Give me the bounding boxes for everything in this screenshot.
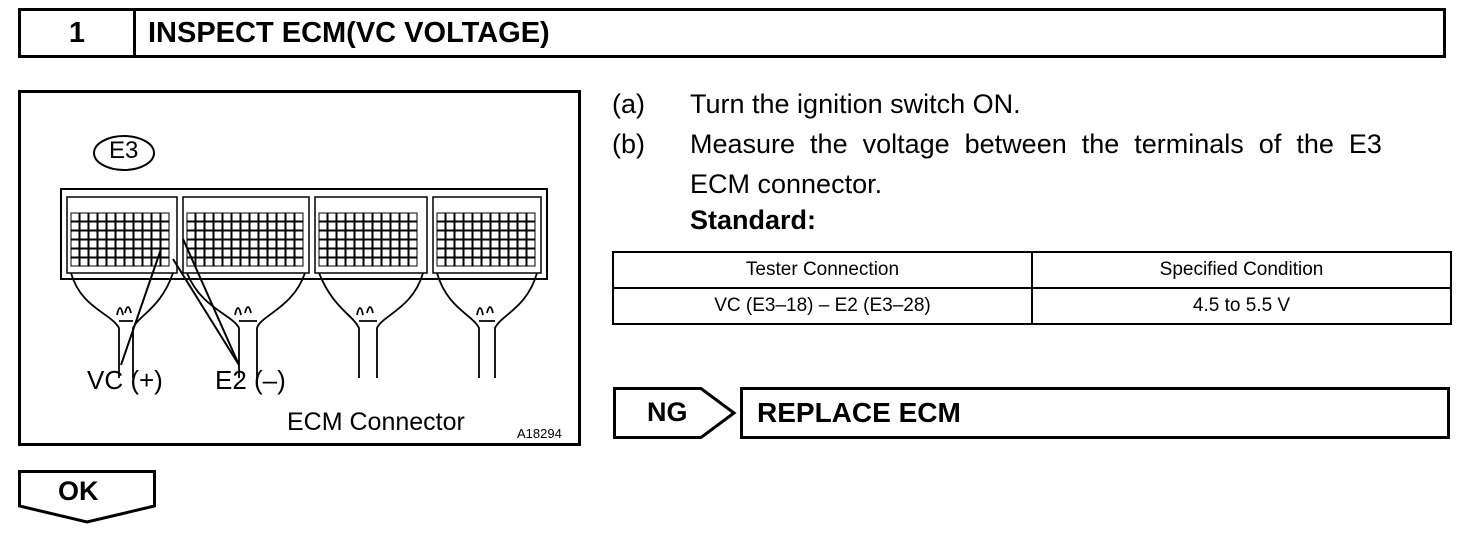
connector-id-label: E3 bbox=[109, 137, 139, 164]
step-b-label: (b) bbox=[612, 129, 645, 159]
connector-body bbox=[60, 188, 548, 280]
section-header: 1 INSPECT ECM(VC VOLTAGE) bbox=[18, 8, 1446, 58]
step-a-label: (a) bbox=[612, 89, 645, 119]
table-cell-connection: VC (E3–18) – E2 (E3–28) bbox=[612, 287, 1033, 325]
connector-block-3 bbox=[314, 196, 428, 274]
table-row: VC (E3–18) – E2 (E3–28) 4.5 to 5.5 V bbox=[612, 287, 1452, 325]
table-header-cell: Specified Condition bbox=[1031, 251, 1452, 289]
vc-terminal-label: VC (+) bbox=[87, 365, 163, 395]
connector-block-1 bbox=[66, 196, 178, 274]
table-header-cell: Tester Connection bbox=[612, 251, 1033, 289]
ecm-connector-figure: E3 VC (+) E2 (–) ECM Connector A18294 bbox=[18, 90, 581, 446]
ng-action-text: REPLACE ECM bbox=[757, 397, 961, 428]
connector-diagram bbox=[60, 135, 548, 378]
ok-result-box: OK bbox=[18, 470, 156, 524]
ok-arrow-shape bbox=[18, 470, 156, 524]
pin-grids bbox=[70, 212, 536, 267]
connector-block-4 bbox=[432, 196, 542, 274]
ng-action-box: REPLACE ECM bbox=[740, 387, 1450, 439]
connector-id-ellipse bbox=[93, 135, 155, 171]
figure-code: A18294 bbox=[517, 426, 562, 441]
section-title: INSPECT ECM(VC VOLTAGE) bbox=[148, 16, 550, 49]
e2-terminal-label: E2 (–) bbox=[215, 365, 286, 395]
probe-leader-lines bbox=[120, 238, 240, 366]
table-header-row: Tester Connection Specified Condition bbox=[612, 251, 1452, 289]
ng-arrow-shape bbox=[613, 387, 737, 439]
table-cell-condition: 4.5 to 5.5 V bbox=[1031, 287, 1452, 325]
standard-label: Standard: bbox=[690, 205, 817, 235]
wire-harnesses bbox=[70, 272, 538, 378]
spec-table: Tester Connection Specified Condition VC… bbox=[612, 251, 1452, 325]
ng-label: NG bbox=[647, 397, 688, 427]
ng-result-box: NG bbox=[613, 387, 737, 439]
ok-label: OK bbox=[58, 476, 99, 506]
step-b-text-line1: Measure the voltage between the terminal… bbox=[690, 129, 1382, 159]
figure-caption: ECM Connector bbox=[287, 408, 465, 436]
step-a: (a) Turn the ignition switch ON. bbox=[612, 84, 1452, 124]
connector-block-2 bbox=[182, 196, 310, 274]
step-b: (b) Measure the voltage between the term… bbox=[612, 124, 1452, 204]
step-number: 1 bbox=[21, 11, 136, 55]
step-a-text: Turn the ignition switch ON. bbox=[690, 89, 1021, 119]
step-b-text-line2: ECM connector. bbox=[690, 169, 883, 199]
